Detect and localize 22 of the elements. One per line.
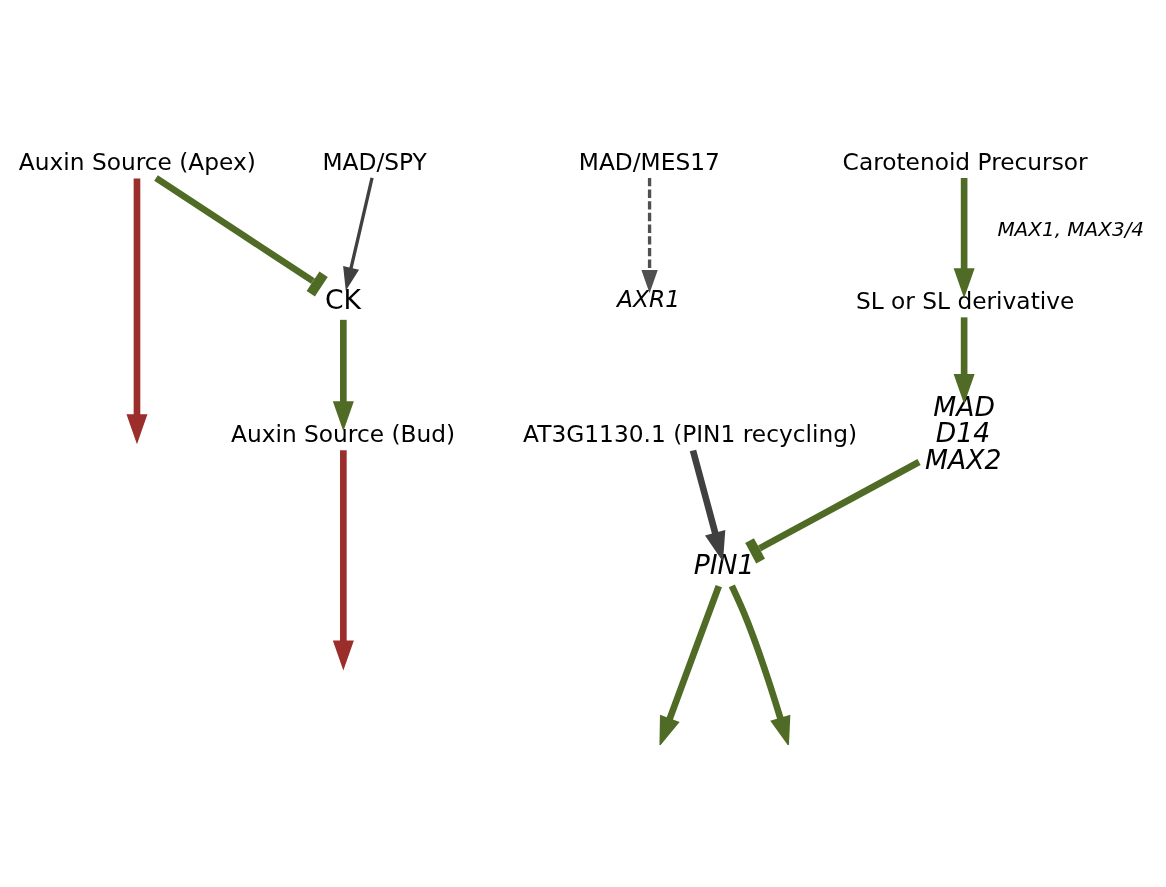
edge-label: MAX1, MAX3/4 <box>997 216 1145 241</box>
arrow <box>953 177 975 298</box>
node-text: CK <box>325 283 362 315</box>
node-text: MAD D14 MAX2 <box>925 390 1002 475</box>
node-text: SL or SL derivative <box>855 286 1075 314</box>
arrow <box>641 177 658 293</box>
arrow <box>332 319 354 431</box>
node-text: Auxin Source (Apex) <box>18 147 256 175</box>
connector <box>154 174 328 296</box>
node-text: Auxin Source (Bud) <box>231 419 456 447</box>
arrow <box>126 177 148 444</box>
node-text: MAD/SPY <box>322 147 427 175</box>
connector <box>745 458 921 563</box>
node-text: MAD/MES17 <box>578 147 720 175</box>
node-text: AT3G1130.1 (PIN1 recycling) <box>523 419 858 447</box>
node-text: PIN1 <box>693 548 755 580</box>
arrow <box>689 449 726 562</box>
node-text: Carotenoid Precursor <box>842 147 1088 175</box>
arrow <box>953 316 975 404</box>
arrow <box>343 177 374 291</box>
arrow <box>332 449 354 671</box>
node-text: AXR1 <box>617 284 680 312</box>
